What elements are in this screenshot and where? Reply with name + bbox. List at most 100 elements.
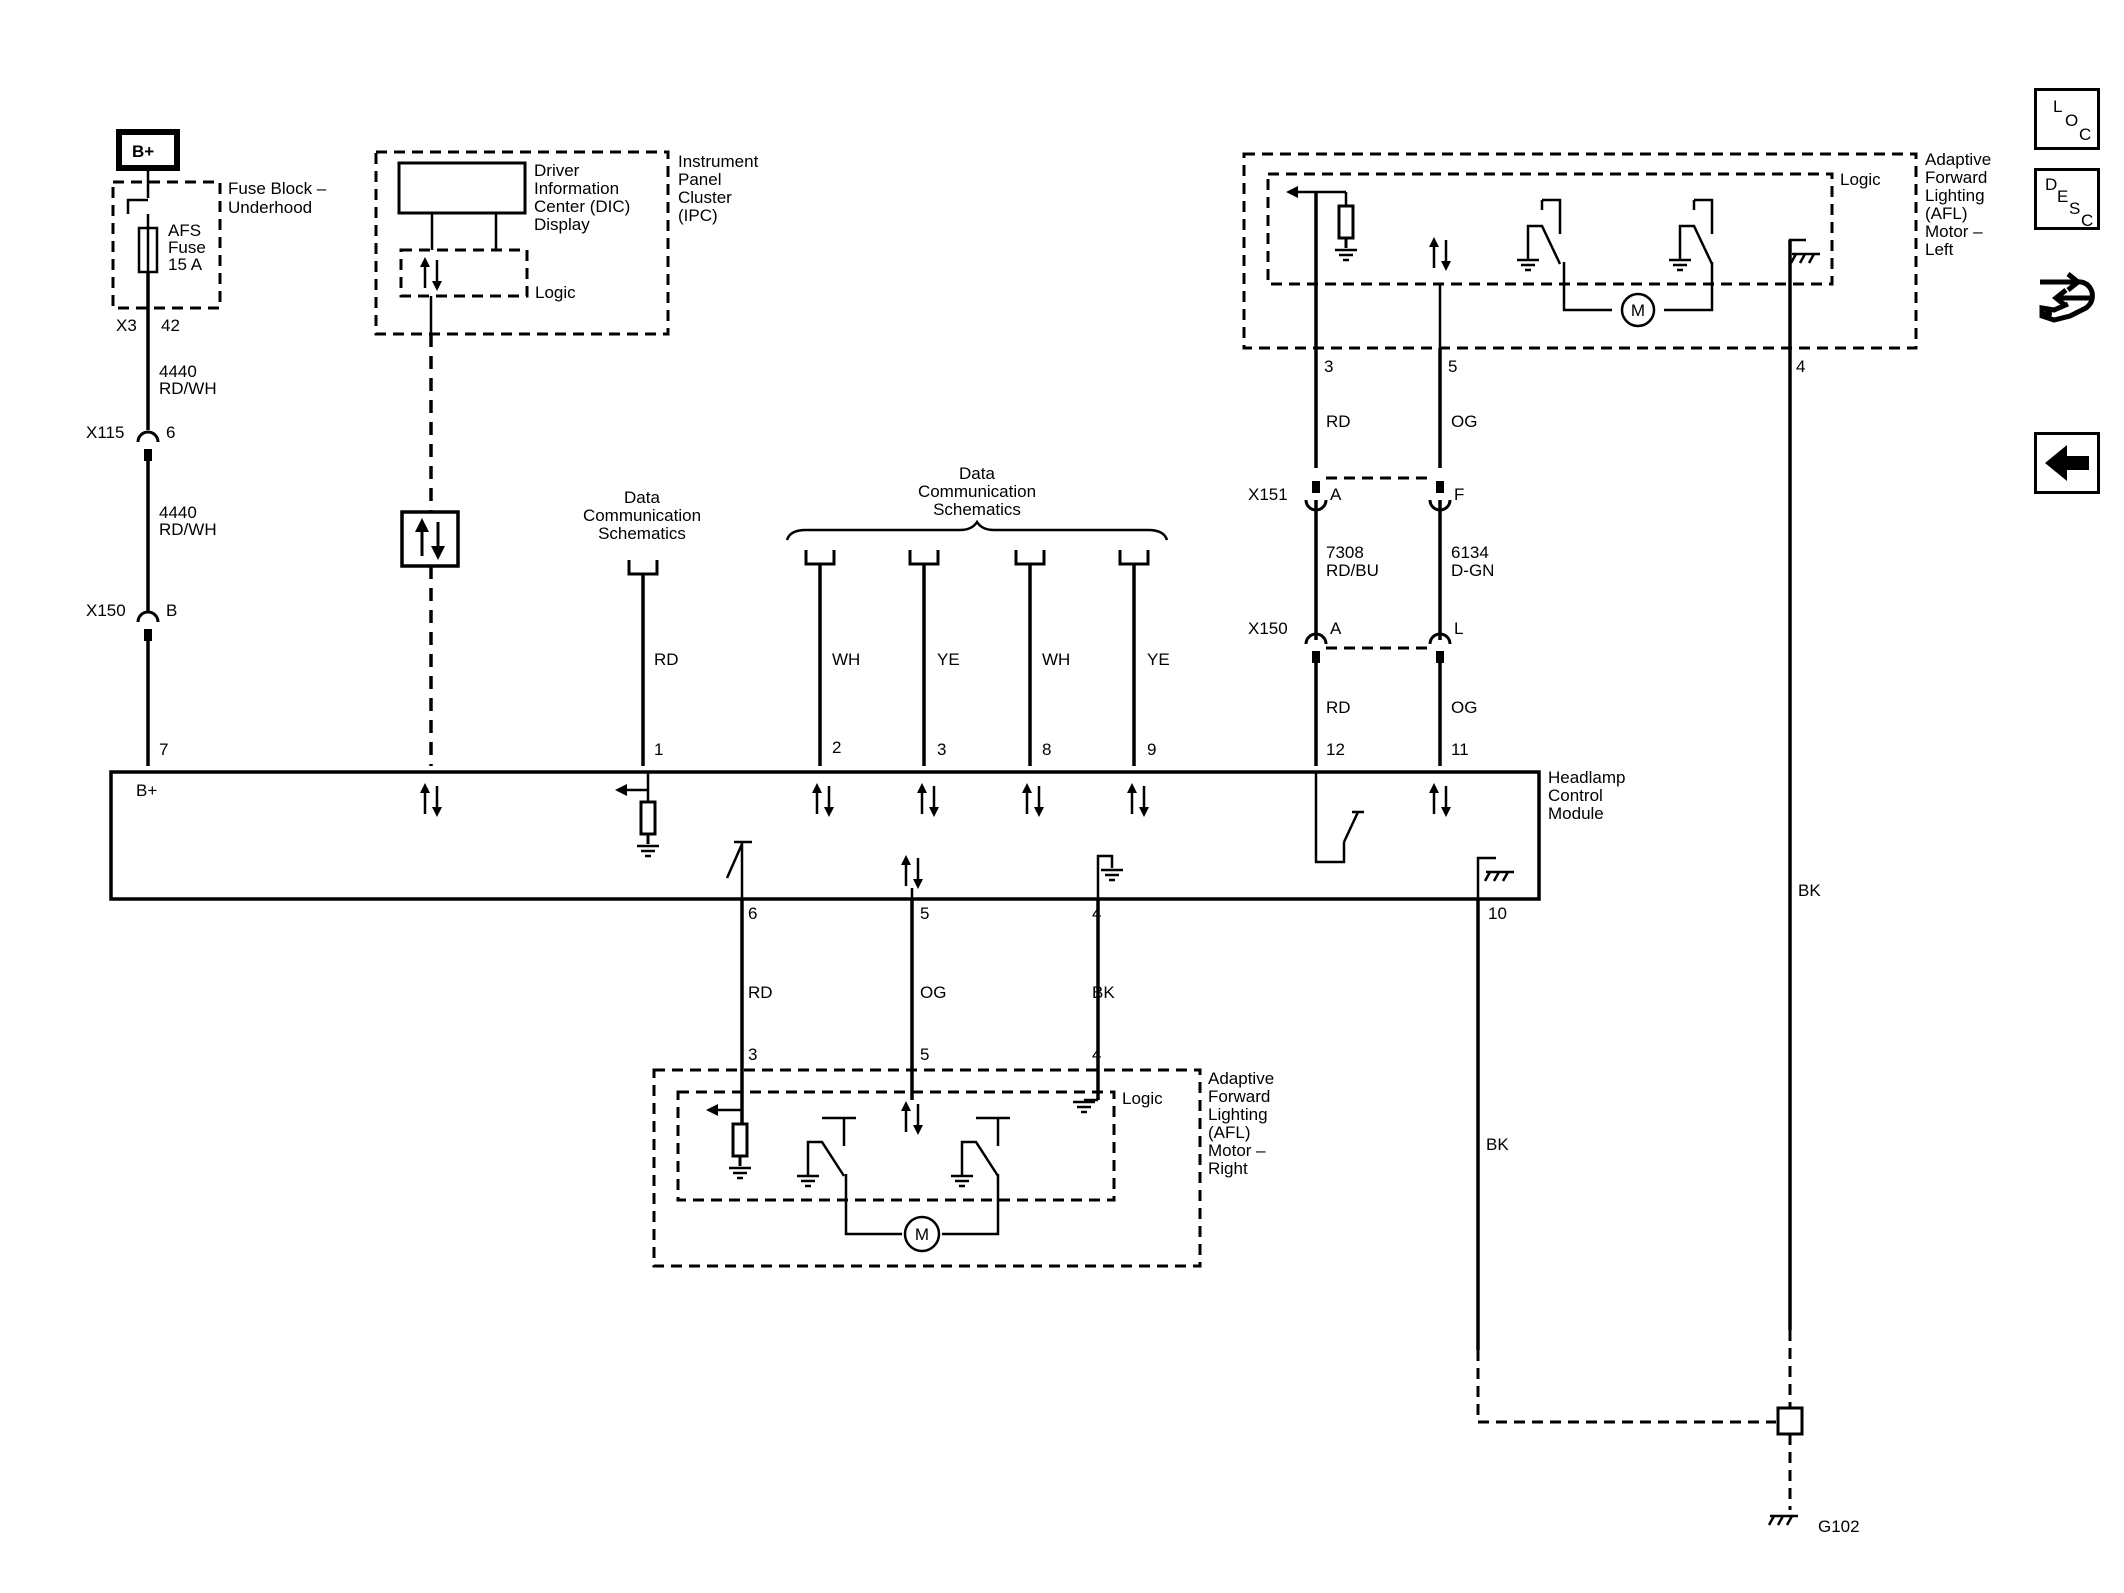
ipc-logic-outline: [399, 248, 529, 298]
afl-right-pin-3: 3: [748, 1045, 757, 1064]
hcm-pin-7: 7: [159, 740, 168, 759]
wire-rd-pin-3-left: RD: [1326, 412, 1351, 431]
x151-pin-a: A: [1330, 485, 1342, 504]
ipc-serial-data-line: [400, 334, 460, 766]
afl-right-pin-4: 4: [1092, 1045, 1101, 1064]
dic-label-4: Display: [534, 215, 590, 234]
wire-rd-pin-1: RD: [654, 650, 679, 669]
x115-label: X115: [86, 423, 124, 442]
afl-right-logic-outline: [676, 1090, 1116, 1202]
feed-circuit-1: 4440: [159, 362, 197, 381]
location-button[interactable]: L O C: [2034, 88, 2100, 150]
hcm-pin-5: 5: [920, 904, 929, 923]
afl-left-name-6: Left: [1925, 240, 1954, 259]
afl-motor-right: Logic Adaptive Forward Lighting (AFL) Mo…: [652, 1045, 1274, 1268]
afl-right-data-arrows: [899, 1099, 925, 1137]
wire-bk-pin-4: BK: [1092, 983, 1115, 1002]
feed-color-2: RD/WH: [159, 520, 217, 539]
x150-pin-a: A: [1330, 619, 1342, 638]
x115-pin: 6: [166, 423, 175, 442]
afl-left-logic-outline: [1266, 172, 1834, 286]
hcm-pin-4: 4: [1092, 904, 1101, 923]
bplus-feed-circuit: 4440 RD/WH X115 6 4440 RD/WH X150 B 7: [86, 308, 217, 766]
dic-display: [397, 161, 527, 215]
hcm-ground-circuit: 10 BK: [1476, 899, 1776, 1424]
description-button[interactable]: D E S C: [2034, 168, 2100, 230]
loc-letter-l: L: [2053, 97, 2063, 116]
desc-letter-s: S: [2069, 199, 2081, 218]
afl-left-pullup-resistor: [1335, 206, 1357, 260]
ipc-name: Instrument: [678, 152, 759, 171]
data-comm-2-line-3: Schematics: [933, 500, 1021, 519]
afl-right-motor-label: M: [915, 1225, 929, 1244]
fuse-rating: 15 A: [168, 255, 203, 274]
fuse-label-2: Fuse: [168, 238, 206, 257]
desc-letter-d: D: [2045, 175, 2058, 194]
x115-connector: [136, 430, 160, 463]
ground-splice: [1776, 1406, 1804, 1436]
x150-pin: B: [166, 601, 177, 620]
x150-connector: [136, 610, 160, 643]
fuse-block-name-2: Underhood: [228, 198, 312, 217]
x151-pin-f: F: [1454, 485, 1464, 504]
data-communication-ref-1: Data Communication Schematics RD 1: [583, 488, 701, 766]
afl-right-name-3: Lighting: [1208, 1105, 1268, 1124]
fuse-block-underhood: B+ Fuse Block – Underhood AFS Fuse 15 A …: [111, 129, 327, 335]
afl-right-logic-label: Logic: [1122, 1089, 1163, 1108]
wire-og-pin-11: OG: [1451, 698, 1477, 717]
afl-left-name-4: (AFL): [1925, 204, 1968, 223]
wire-og-pin-5-left: OG: [1451, 412, 1477, 431]
fuse-label: AFS: [168, 221, 201, 240]
hcm-pin-9: 9: [1147, 740, 1156, 759]
arrow-left-icon: [2045, 445, 2089, 481]
x150-label-2: X150: [1248, 619, 1288, 638]
afl-left-circuits: RD OG X151 A F 7308 RD/BU 6134 D-GN X150…: [1248, 348, 1494, 766]
wire-wh-pin-2: WH: [832, 650, 860, 669]
desc-letter-e: E: [2057, 187, 2069, 206]
data-comm-brace: [785, 519, 1169, 541]
data-comm-2-line-1: Data: [959, 464, 995, 483]
hcm-name-3: Module: [1548, 804, 1604, 823]
afl-left-data-arrows: [1427, 235, 1453, 273]
ipc-data-arrows: [418, 255, 444, 293]
hcm-pin-10: 10: [1488, 904, 1507, 923]
dic-label-2: Information: [534, 179, 619, 198]
hcm-name: Headlamp: [1548, 768, 1626, 787]
afl-right-outline: [652, 1068, 1202, 1268]
desc-letter-c: C: [2081, 211, 2094, 230]
headlamp-control-module: Headlamp Control Module B+: [109, 768, 1626, 901]
wrench-arrows-icon: [2039, 272, 2095, 323]
afl-left-pin-4: 4: [1796, 357, 1805, 376]
feed-circuit-2: 4440: [159, 503, 197, 522]
loc-letter-o: O: [2065, 111, 2079, 130]
afl-right-name-5: Motor –: [1208, 1141, 1266, 1160]
wire-wh-pin-8: WH: [1042, 650, 1070, 669]
afl-right-name-6: Right: [1208, 1159, 1248, 1178]
repair-procedures-button[interactable]: [2034, 262, 2100, 328]
hcm-pin-1: 1: [654, 740, 663, 759]
afl-right-name: Adaptive: [1208, 1069, 1274, 1088]
x150-pin-l: L: [1454, 619, 1463, 638]
ipc-name-2: Panel: [678, 170, 721, 189]
fuse-block-name: Fuse Block –: [228, 179, 327, 198]
x150-label: X150: [86, 601, 126, 620]
serial-data-symbol: [400, 510, 460, 568]
afl-left-name: Adaptive: [1925, 150, 1991, 169]
bplus-label: B+: [132, 142, 154, 161]
x151-label: X151: [1248, 485, 1288, 504]
afl-left-ground-circuit: BK G102: [1767, 348, 1860, 1536]
hcm-bplus: B+: [136, 781, 157, 800]
wire-rd-pin-12: RD: [1326, 698, 1351, 717]
loc-letter-c: C: [2079, 125, 2092, 144]
wire-ye-pin-3: YE: [937, 650, 960, 669]
circuit-7308-color: RD/BU: [1326, 561, 1379, 580]
feed-color-1: RD/WH: [159, 379, 217, 398]
afl-right-name-4: (AFL): [1208, 1123, 1251, 1142]
afl-left-name-3: Lighting: [1925, 186, 1985, 205]
g102-ground-symbol: [1767, 1514, 1800, 1527]
afl-left-name-2: Forward: [1925, 168, 1987, 187]
afl-right-pin-5: 5: [920, 1045, 929, 1064]
back-button[interactable]: [2034, 432, 2100, 494]
wire-bk-pin-10: BK: [1486, 1135, 1509, 1154]
